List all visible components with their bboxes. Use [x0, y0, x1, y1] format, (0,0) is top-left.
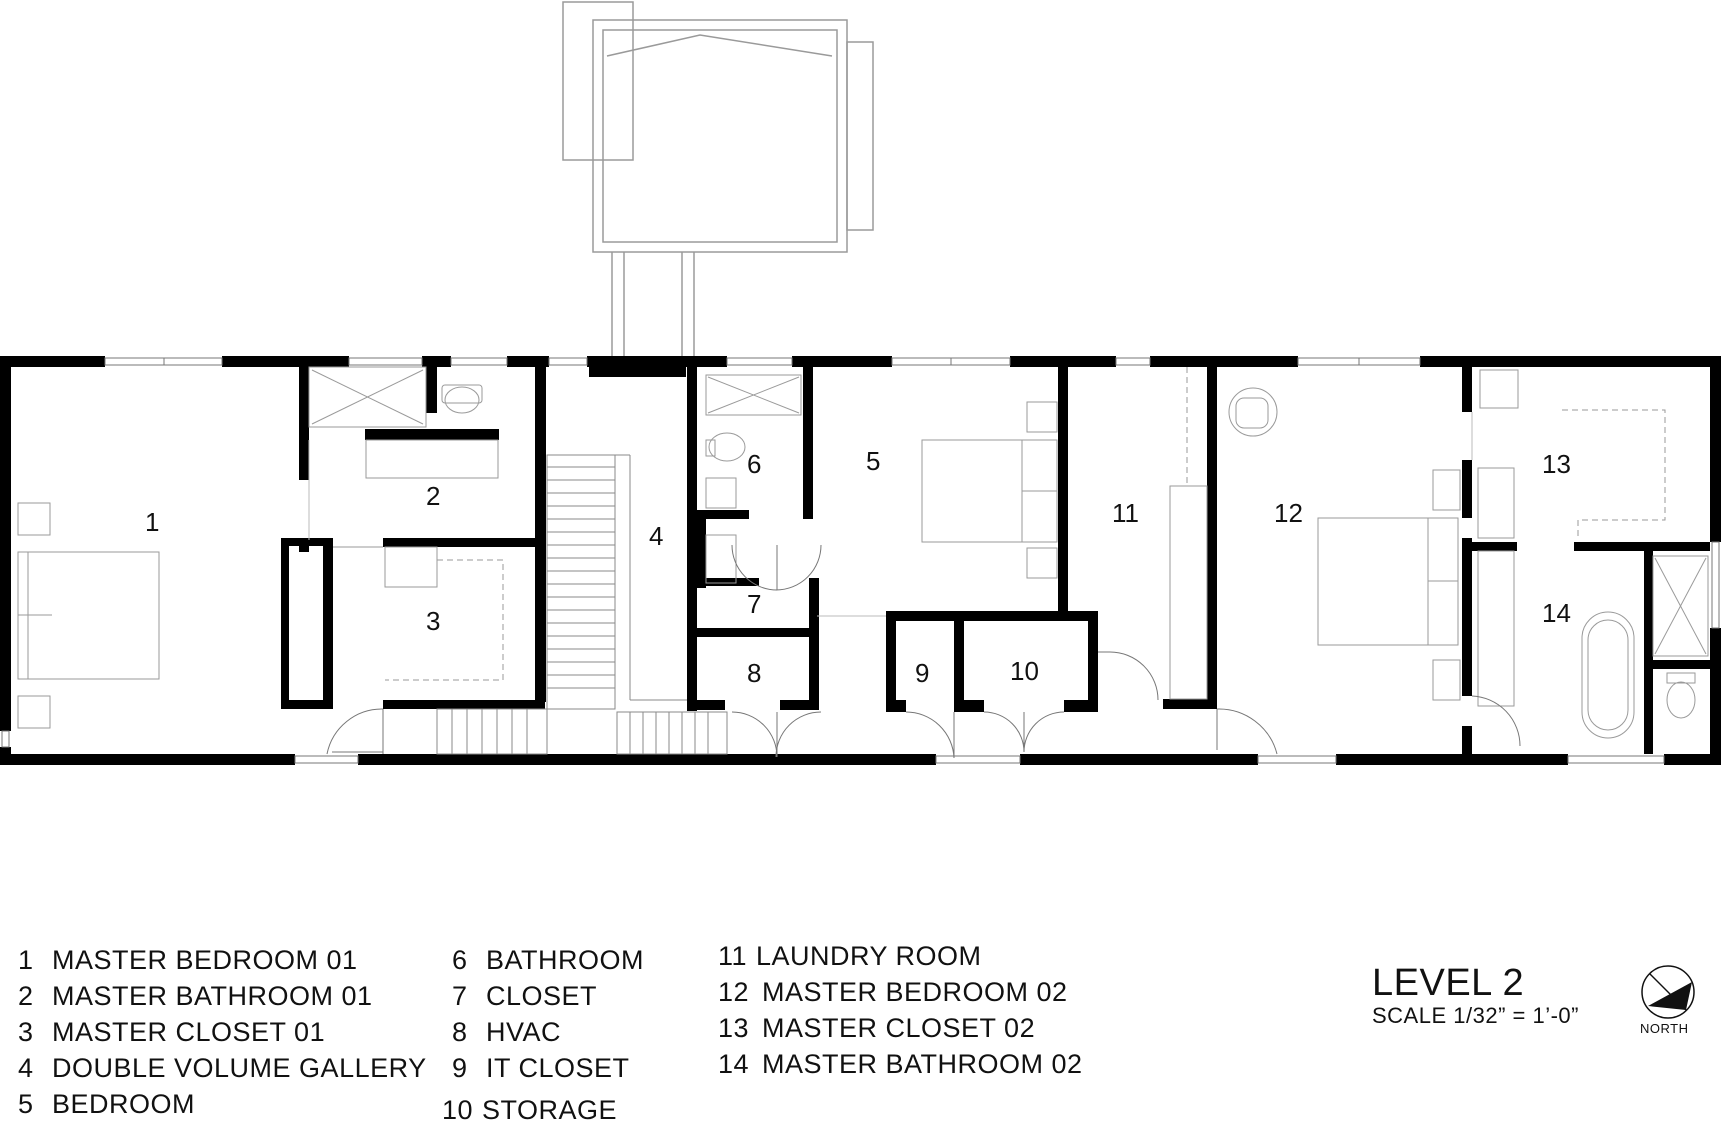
room-number: 7	[747, 589, 761, 619]
room-number: 14	[1542, 598, 1571, 628]
roof-deck	[562, 1, 874, 360]
fixtures	[17, 366, 1709, 739]
room-number: 12	[1274, 498, 1303, 528]
north-arrow-icon	[1641, 965, 1695, 1019]
room-number: 10	[1010, 656, 1039, 686]
doors	[326, 544, 1521, 759]
room-number: 11	[1112, 498, 1139, 528]
stair	[436, 454, 728, 755]
room-number: 9	[915, 658, 929, 688]
room-number: 2	[426, 481, 440, 511]
room-number: 6	[747, 449, 761, 479]
floor-plan: 1 2 3 4 5 6 7 8 9 10 11 12 13 14	[0, 1, 1721, 765]
north-label: NORTH	[1640, 1021, 1689, 1036]
room-number: 5	[866, 446, 880, 476]
room-number: 1	[145, 507, 159, 537]
room-number: 3	[426, 606, 440, 636]
room-number: 13	[1542, 449, 1571, 479]
room-numbers: 1 2 3 4 5 6 7 8 9 10 11 12 13 14	[145, 446, 1571, 688]
interior-walls	[281, 367, 1710, 754]
exterior-walls	[0, 356, 1721, 765]
room-number: 4	[649, 521, 663, 551]
scale-text: SCALE 1/32” = 1’-0”	[1372, 1003, 1579, 1028]
windows	[1, 357, 1720, 764]
room-number: 8	[747, 658, 761, 688]
title-block: LEVEL 2 SCALE 1/32” = 1’-0”	[1372, 963, 1579, 1029]
level-title: LEVEL 2	[1372, 962, 1525, 1004]
